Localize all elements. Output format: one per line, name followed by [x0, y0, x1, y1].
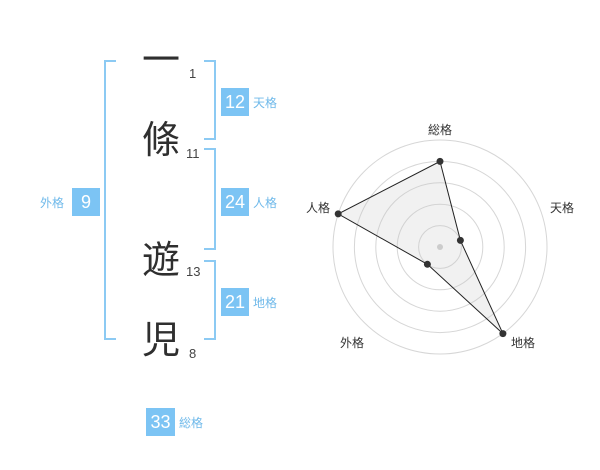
name-char-4: 児 — [141, 318, 180, 362]
radar-label-tenkaku: 天格 — [550, 201, 575, 215]
radar-grid — [332, 139, 548, 355]
radar-center-dot — [437, 244, 443, 250]
chikaku-value: 21 — [221, 288, 249, 316]
soukaku-label: 総格 — [179, 416, 204, 430]
tenkaku-label: 天格 — [253, 96, 278, 110]
jinkaku-value: 24 — [221, 188, 249, 216]
stroke-count-3: 13 — [186, 264, 201, 279]
radar-point-4 — [423, 260, 431, 268]
chikaku-label: 地格 — [253, 296, 278, 310]
radar-point-5 — [334, 210, 342, 218]
name-char-1: 一 — [141, 38, 180, 82]
jinkaku-bracket — [204, 148, 216, 250]
radar-point-2 — [456, 236, 464, 244]
soukaku-value: 33 — [146, 408, 175, 436]
radar-area — [337, 160, 504, 334]
name-char-2: 條 — [141, 118, 180, 162]
name-char-3: 遊 — [141, 238, 180, 282]
radar-label-soukaku: 総格 — [428, 123, 453, 137]
stroke-count-2: 11 — [186, 146, 200, 161]
jinkaku-label: 人格 — [253, 196, 278, 210]
radar-label-gaikaku: 外格 — [340, 336, 365, 350]
gaikaku-bracket — [104, 60, 116, 340]
radar-ring — [332, 139, 548, 355]
stroke-count-1: 1 — [189, 66, 197, 81]
tenkaku-value: 12 — [221, 88, 249, 116]
radar-point-3 — [499, 330, 507, 338]
tenkaku-bracket — [204, 60, 216, 140]
chikaku-bracket — [204, 260, 216, 340]
radar-ring — [418, 225, 462, 269]
stroke-count-4: 8 — [189, 346, 197, 361]
radar-point-1 — [436, 157, 444, 165]
gaikaku-value: 9 — [72, 188, 100, 216]
radar-ring — [375, 182, 505, 312]
radar-points — [334, 157, 507, 338]
gaikaku-label: 外格 — [40, 196, 65, 210]
radar-label-chikaku: 地格 — [511, 336, 536, 350]
radar-label-jinkaku: 人格 — [306, 201, 331, 215]
